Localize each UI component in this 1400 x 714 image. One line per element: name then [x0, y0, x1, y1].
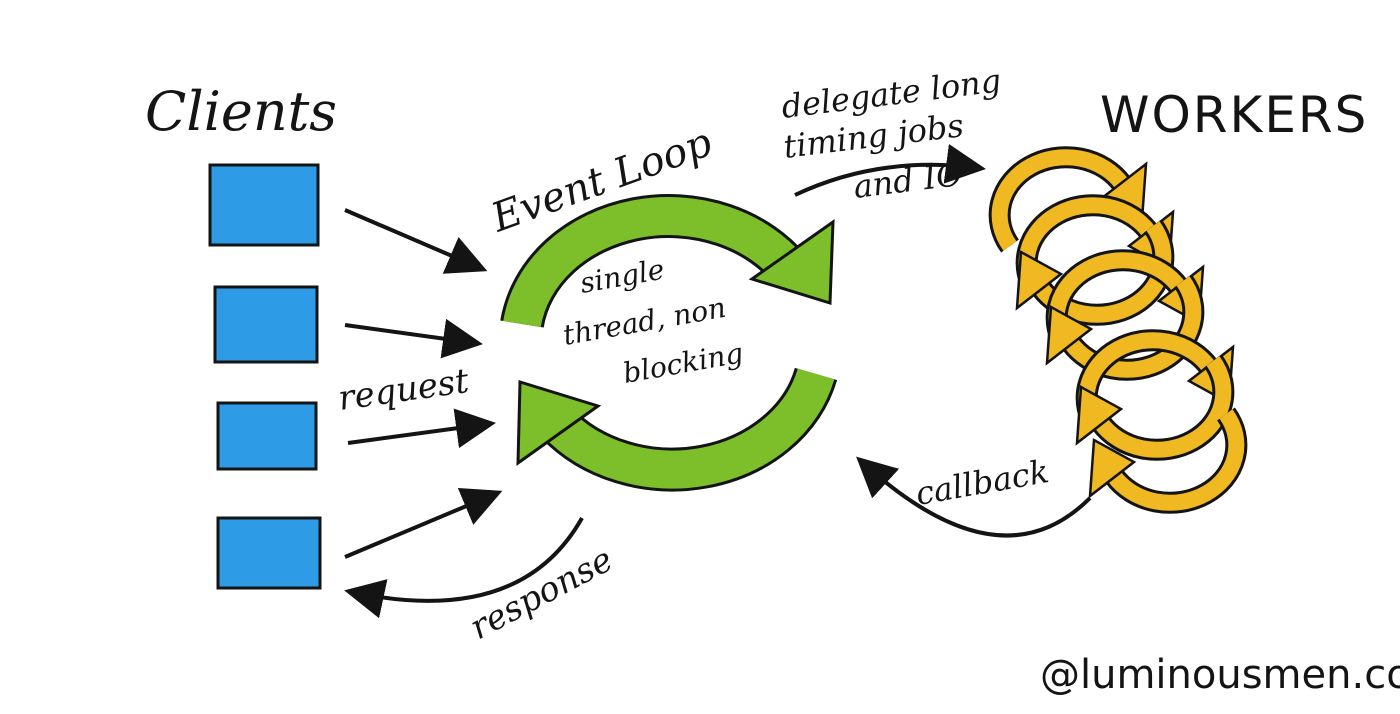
event-loop-bottom-arrowhead: [516, 379, 602, 466]
delegate-arrow: [794, 143, 986, 197]
client-box: [213, 285, 319, 364]
event-loop-bottom-arc-fill: [542, 368, 835, 489]
callback-arrow: [856, 456, 1092, 538]
callback-label: callback: [913, 452, 1052, 513]
delegate-label-line3: and IO: [851, 155, 964, 206]
request-label: request: [336, 361, 472, 419]
clients-title: Clients: [145, 80, 337, 143]
request-arrow: [344, 487, 503, 559]
client-boxes: [208, 163, 322, 590]
workers-title: WORKERS: [1100, 86, 1368, 144]
client-box: [208, 163, 320, 247]
client-box: [216, 516, 322, 590]
request-arrow: [347, 408, 496, 449]
event-loop-top-arrowhead: [748, 219, 835, 306]
event-loop-top-arc-fill: [503, 197, 807, 328]
request-arrow: [344, 208, 488, 274]
worker-cycle: [1015, 194, 1175, 326]
event-loop-desc-line3: blocking: [620, 336, 745, 390]
worker-cycle: [1075, 329, 1235, 461]
worker-group: [988, 146, 1248, 514]
attribution-text: @luminousmen.com: [1040, 652, 1400, 698]
worker-cycle: [1088, 407, 1248, 514]
client-box: [216, 401, 318, 471]
request-arrows: [344, 208, 503, 559]
request-arrow: [344, 318, 483, 359]
event-loop-cycle: [500, 194, 838, 492]
response-arrow: [344, 517, 584, 619]
